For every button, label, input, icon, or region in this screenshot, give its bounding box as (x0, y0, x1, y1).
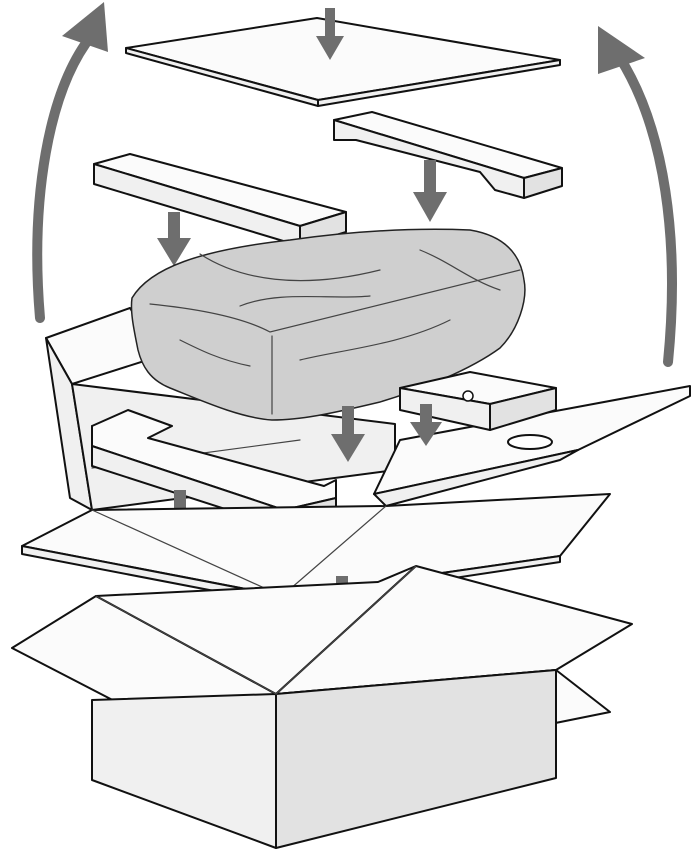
wrapped-device (130, 228, 526, 421)
arrow-down-icon (157, 212, 191, 266)
arrow-down-icon (410, 404, 442, 446)
foam-block-upper-left (93, 153, 347, 247)
arrow-down-icon (413, 160, 447, 222)
outer-carton (11, 565, 633, 849)
arrow-down-icon (316, 8, 344, 60)
arrow-down-icon (331, 406, 365, 462)
left-curved-arrow (32, 2, 108, 323)
sleeve-left-flap (45, 307, 161, 511)
right-curved-arrow (598, 26, 677, 367)
sleeve-right-flap (373, 385, 691, 507)
top-cover-plate (125, 17, 561, 107)
foam-block-upper-right (333, 111, 563, 199)
foam-block-lower-right (399, 371, 557, 431)
